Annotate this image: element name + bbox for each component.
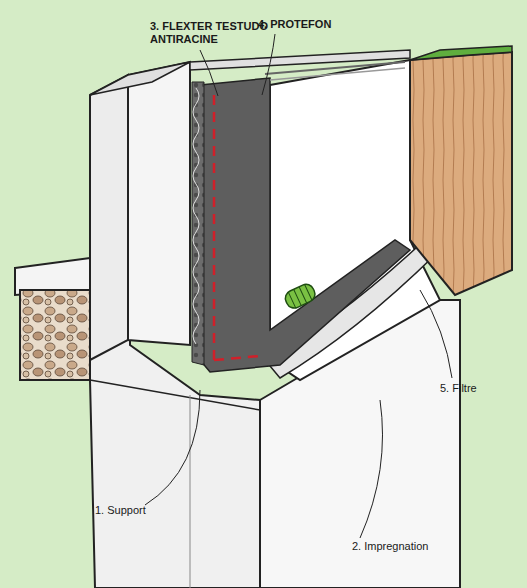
callout-label: 2. Impregnation [352, 540, 428, 553]
callout-label: 4. PROTEFON [258, 18, 331, 31]
callout-label: 1. Support [95, 504, 146, 517]
callout-label: 5. Filtre [440, 382, 477, 395]
